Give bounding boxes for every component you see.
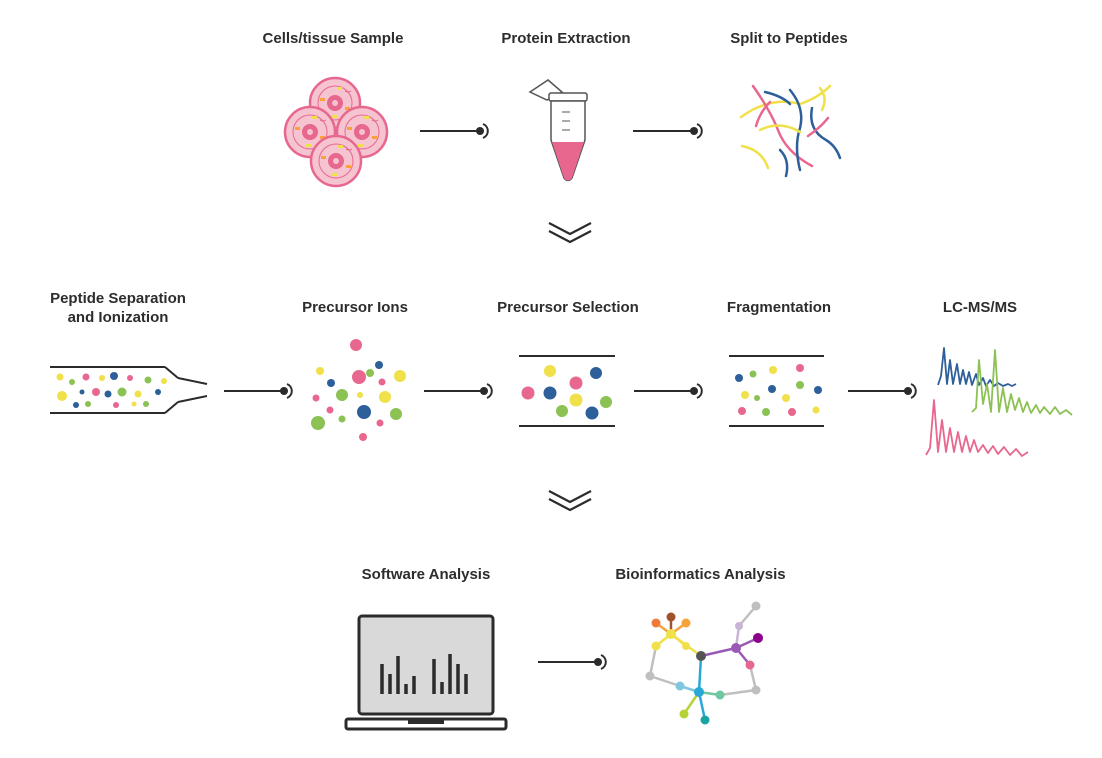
arrow-connector-4 [424,383,493,399]
label-cells-tissue-sample: Cells/tissue Sample [262,30,404,47]
arrow-connector-3 [224,383,293,399]
arrow-connector-5 [634,383,703,399]
label-split-to-peptides: Split to Peptides [730,30,848,47]
fragmentation-icon [729,355,824,427]
label-bioinformatics-analysis: Bioinformatics Analysis [615,566,786,583]
arrow-connector-6 [848,383,917,399]
label-software-analysis: Software Analysis [361,566,491,583]
label-fragmentation: Fragmentation [726,299,832,316]
chevron-down-icon-2 [547,489,593,512]
label-precursor-ions: Precursor Ions [302,299,408,316]
precursor-selection-icon [519,355,615,427]
arrow-connector-7 [538,654,607,670]
chevron-down-icon [547,221,593,244]
precursor-ions-icon [311,339,406,441]
spectrum-bars [380,654,468,694]
label-peptide-separation-line2: and Ionization [67,309,169,326]
microcentrifuge-tube-icon [528,79,588,182]
label-lc-ms-ms: LC-MS/MS [942,299,1018,316]
network-graph-icon [645,601,763,725]
label-peptide-separation: Peptide Separation and Ionization [18,289,218,327]
cells-cluster-icon [283,76,389,188]
separation-column-icon [50,366,208,414]
arrow-connector-1 [420,123,489,139]
arrow-connector-2 [633,123,703,139]
peptide-strands-icon [739,84,842,178]
label-precursor-selection: Precursor Selection [497,299,639,316]
laptop-icon [344,614,508,731]
label-peptide-separation-line1: Peptide Separation [50,290,186,307]
label-protein-extraction: Protein Extraction [501,30,631,47]
ms-spectra-icon [925,347,1073,457]
